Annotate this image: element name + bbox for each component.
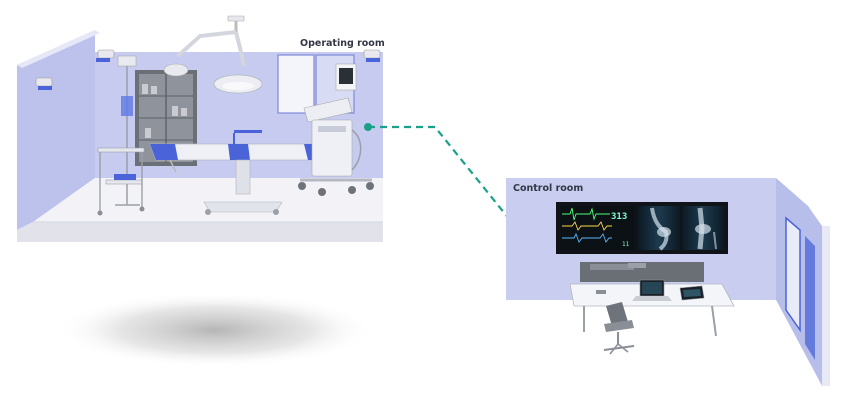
control-room-label: Control room [513, 183, 583, 194]
surgical-light-icon [163, 15, 263, 94]
instrument-cart-icon [97, 147, 145, 216]
sideboard [580, 262, 704, 282]
or-floor [33, 178, 383, 222]
cr-window [785, 216, 801, 333]
or-left-wall-top [17, 30, 100, 68]
or-floor-slab [17, 222, 383, 242]
tablet-icon [679, 285, 705, 301]
cr-right-wall-edge [808, 206, 830, 386]
camera-icon [363, 49, 381, 62]
monitor-primary-value: 313 [611, 212, 627, 222]
laptop-icon [632, 279, 672, 301]
camera-icon [96, 49, 115, 62]
operating-room: Operating room [17, 15, 385, 242]
cr-floor [506, 300, 822, 386]
video-wall-icon: 313 11 [556, 202, 728, 254]
desk-phone [596, 290, 606, 294]
camera-icon [35, 77, 53, 90]
operating-room-label: Operating room [300, 38, 385, 49]
operating-table-icon [149, 130, 327, 215]
chair-icon [603, 302, 635, 355]
anesthesia-machine-icon [298, 63, 374, 196]
link-endpoint-or [364, 123, 372, 131]
control-room: Control room 313 11 [506, 178, 830, 386]
monitor-secondary-value: 11 [622, 241, 630, 248]
floor-shadow [55, 292, 375, 368]
wall-whiteboard [277, 54, 315, 114]
